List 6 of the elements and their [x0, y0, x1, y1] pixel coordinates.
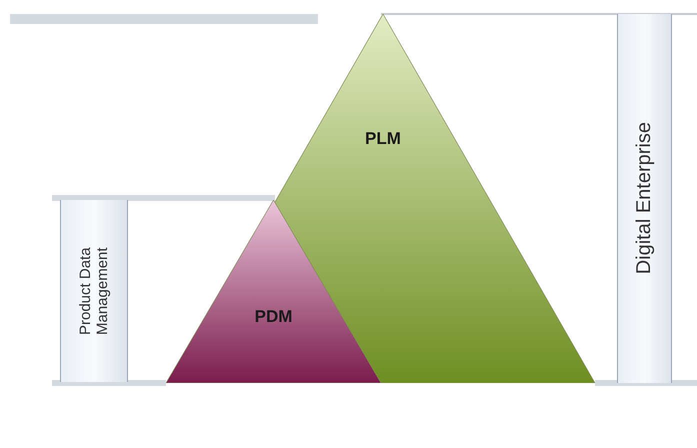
vertical-label-panel [60, 200, 128, 382]
vertical-label-panel [617, 14, 672, 383]
triangle-label: PLM [365, 129, 401, 150]
panel-label: Digital Enterprise [633, 122, 656, 275]
triangle-label: PDM [254, 307, 292, 328]
panel-label: Product Data Management [77, 246, 111, 337]
